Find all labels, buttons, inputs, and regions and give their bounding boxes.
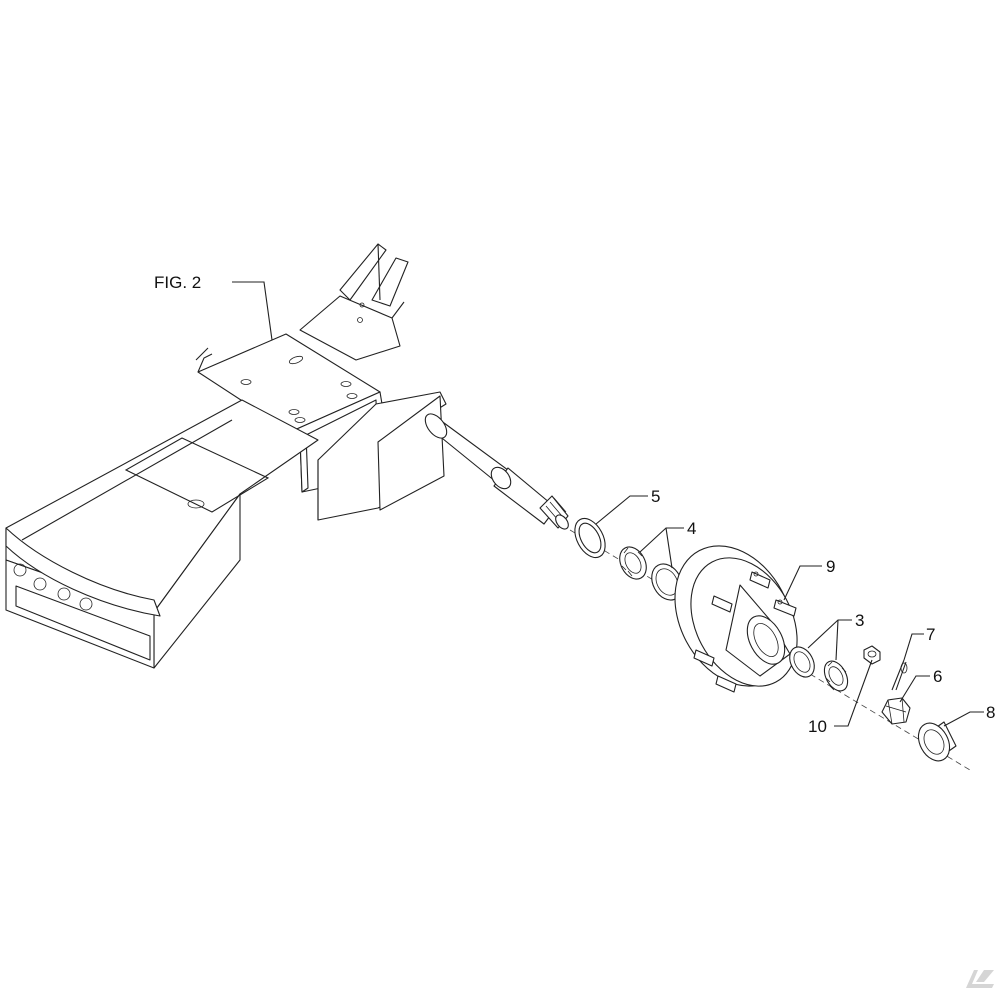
callout-10: 10	[808, 717, 827, 736]
part-8-hub-cap	[917, 721, 957, 762]
callout-6: 6	[933, 667, 942, 686]
part-5-washer	[574, 517, 606, 559]
figure-label: FIG. 2	[154, 273, 201, 292]
spindle-shaft	[424, 413, 569, 530]
wheel-hub	[674, 545, 798, 693]
part-10-wheel-nut	[863, 645, 881, 665]
part-6-castle-nut	[881, 697, 911, 725]
callout-4: 4	[687, 519, 696, 538]
part-4-inner-bearing	[619, 546, 683, 601]
callout-7: 7	[926, 625, 935, 644]
watermark-logo	[966, 970, 994, 988]
callout-3: 3	[855, 611, 864, 630]
callout-5: 5	[651, 487, 660, 506]
part-7-split-pin	[891, 659, 908, 691]
leader-lines	[232, 281, 984, 727]
callout-9: 9	[826, 557, 835, 576]
axle-frame	[5, 243, 447, 669]
part-3-outer-bearing	[789, 646, 849, 692]
callout-8: 8	[986, 703, 995, 722]
